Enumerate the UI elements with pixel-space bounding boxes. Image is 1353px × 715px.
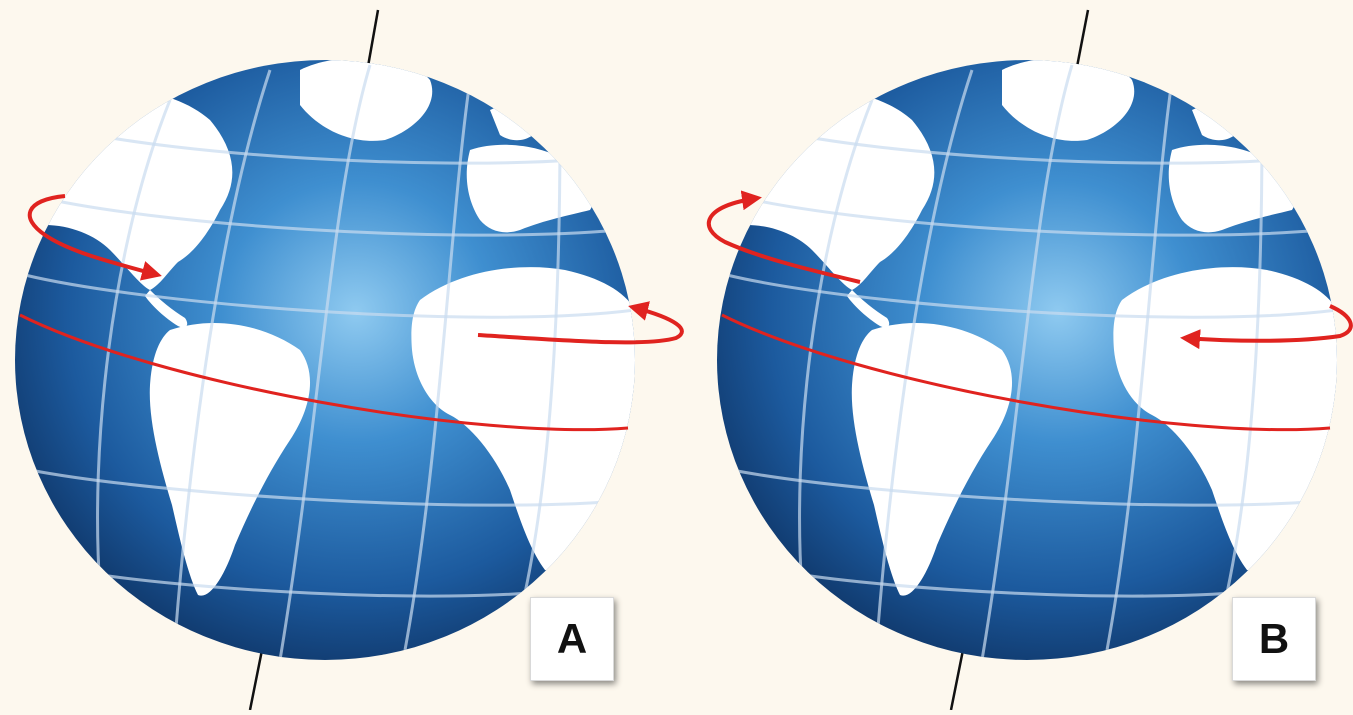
panel-label-a: A [530,597,614,681]
graticule-a [24,64,635,660]
panel-label-b: B [1232,597,1316,681]
equator-a [19,313,629,432]
axis-bottom-b [949,649,965,711]
rotation-arrow-b-right [1180,304,1353,350]
axis-top-a [365,9,380,73]
globe-a [15,9,684,711]
equator-b [721,313,1331,432]
rotation-arrow-b-left [706,190,861,284]
axis-bottom-a [248,649,264,711]
rotation-arrow-a-right [477,301,684,345]
graticule-b [726,64,1337,660]
rotation-arrow-a-left [27,194,162,281]
axis-top-b [1074,9,1090,73]
